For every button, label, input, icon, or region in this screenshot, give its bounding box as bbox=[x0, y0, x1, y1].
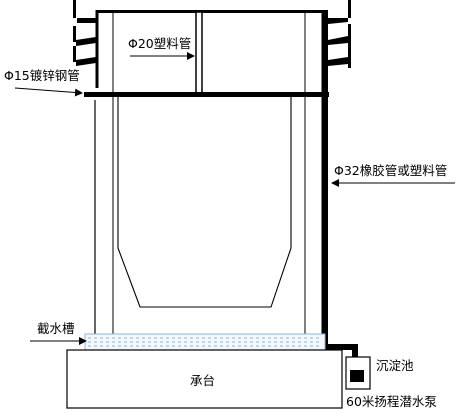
water-gutter bbox=[84, 333, 326, 351]
label-pvc-pipe-20: Φ20塑料管 bbox=[128, 36, 191, 51]
label-pile-cap: 承台 bbox=[190, 373, 215, 388]
pile-cap bbox=[66, 349, 343, 409]
inner-formwork bbox=[117, 92, 292, 308]
label-rubber-pipe-32: Φ32橡胶管或塑料管 bbox=[334, 163, 447, 178]
right-scaffold-brackets bbox=[328, 0, 351, 68]
left-scaffold-brackets bbox=[73, 0, 96, 66]
label-galvanized-pipe-15: Φ15镀锌钢管 bbox=[4, 68, 80, 83]
label-pump: 60米扬程潜水泵 bbox=[346, 394, 437, 409]
casing-outline bbox=[94, 10, 328, 335]
pvc-pipe-20 bbox=[195, 11, 203, 97]
galvanized-pipe-15 bbox=[84, 92, 329, 97]
label-gutter: 截水槽 bbox=[37, 321, 75, 336]
label-settling-tank: 沉淀池 bbox=[376, 358, 414, 373]
submersible-pump bbox=[350, 370, 364, 382]
leader-arrows bbox=[14, 52, 455, 345]
